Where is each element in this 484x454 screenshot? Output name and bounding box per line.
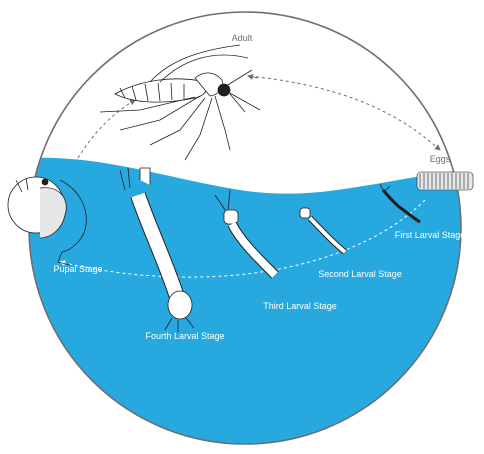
water-body bbox=[0, 158, 484, 454]
label-first-larval: First Larval Stage bbox=[395, 230, 466, 240]
arrow-adult-to-eggs bbox=[250, 76, 440, 150]
label-adult: Adult bbox=[232, 33, 253, 43]
egg-raft-icon bbox=[417, 172, 473, 190]
label-fourth-larval: Fourth Larval Stage bbox=[145, 331, 224, 341]
label-third-larval: Third Larval Stage bbox=[263, 301, 337, 311]
arrow-pupa-to-adult bbox=[78, 100, 135, 158]
label-pupal: Pupal Stage bbox=[53, 264, 102, 274]
adult-mosquito-icon bbox=[100, 45, 260, 160]
label-eggs: Eggs bbox=[430, 154, 451, 164]
label-second-larval: Second Larval Stage bbox=[318, 269, 402, 279]
